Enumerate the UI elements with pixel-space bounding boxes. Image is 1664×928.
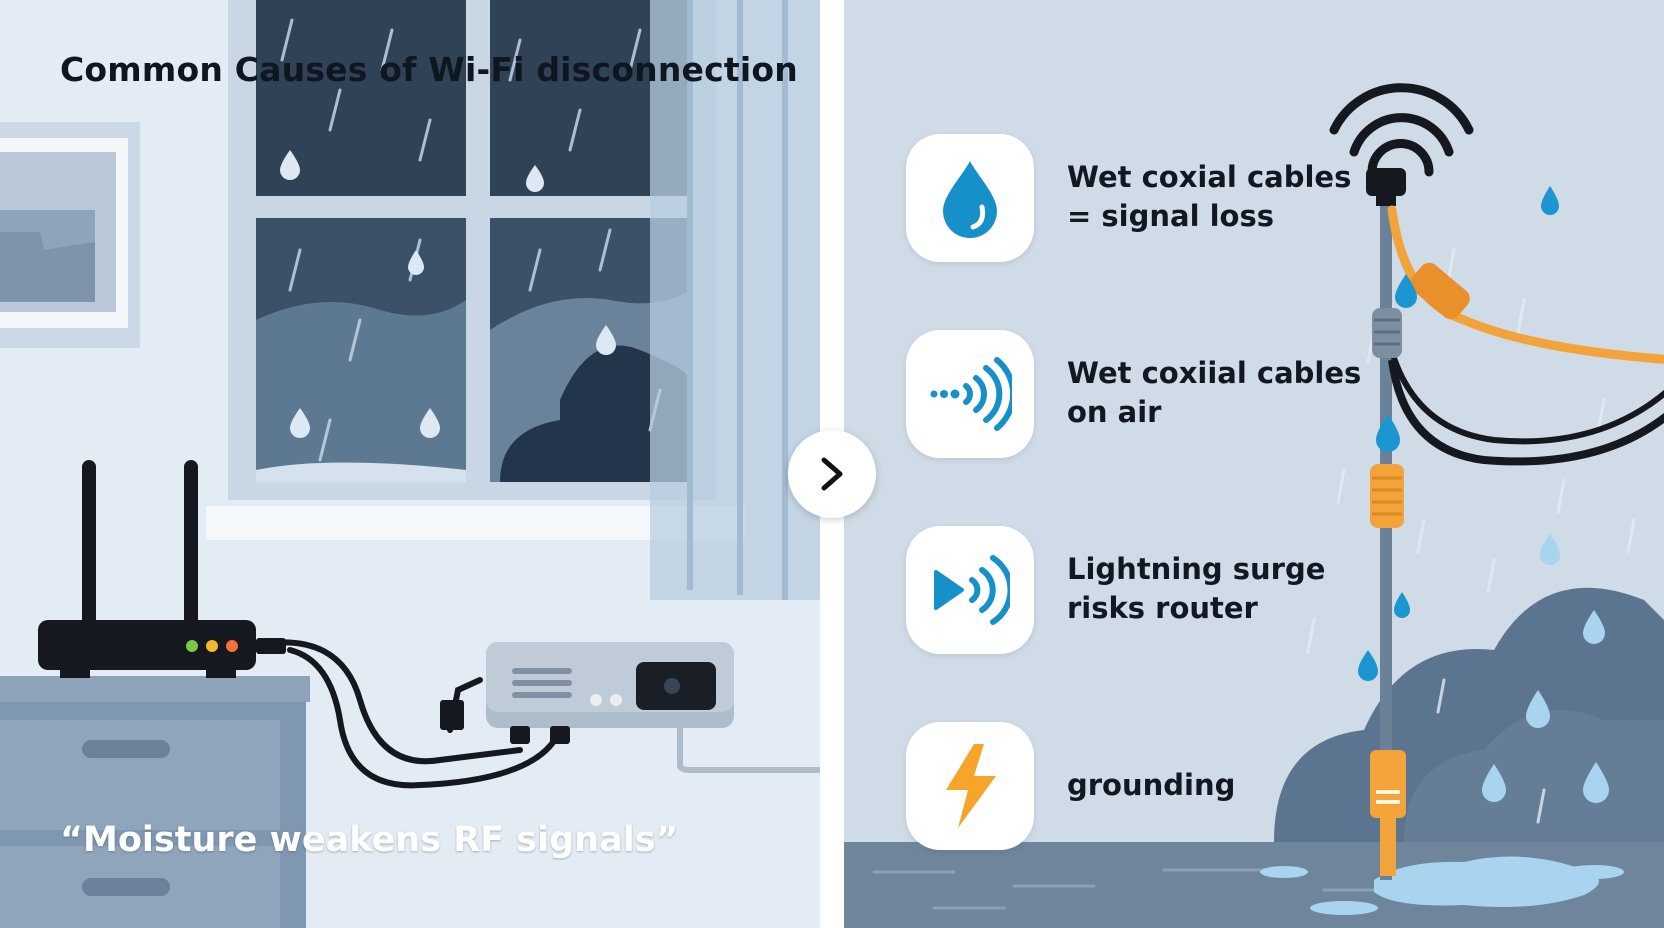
cause-icon-tile (906, 722, 1034, 850)
cause-item: Wet coxiial cables on air (906, 330, 1506, 460)
broadcast-signal-icon (934, 555, 1010, 625)
router (38, 460, 256, 678)
water-drop-icon (943, 161, 997, 238)
curtain (650, 0, 820, 600)
cause-icon-tile (906, 134, 1034, 262)
page-title: Common Causes of Wi-Fi disconnection (60, 50, 798, 89)
antenna-wifi-arcs (1329, 83, 1474, 177)
lightning-bolt-icon (946, 744, 996, 828)
cause-label: Wet coxial cables = signal loss (1067, 160, 1352, 233)
cause-item: Lightning surge risks router (906, 526, 1506, 656)
modem (486, 642, 734, 728)
indoor-scene: Common Causes of Wi-Fi disconnection “Mo… (0, 0, 820, 928)
indoor-illustration (0, 0, 820, 928)
cause-icon-tile (906, 526, 1034, 654)
quote-caption: “Moisture weakens RF signals” (60, 820, 679, 860)
cause-item: grounding (906, 722, 1506, 852)
cable-connector-orange (1410, 262, 1470, 320)
next-button[interactable] (788, 430, 876, 518)
chevron-right-icon (821, 457, 843, 491)
cause-label: Lightning surge risks router (1067, 552, 1326, 625)
outdoor-illustration (844, 83, 1664, 928)
signal-waves-icon (930, 357, 1012, 431)
cause-icon-tile (906, 330, 1034, 458)
cause-label: grounding (1067, 768, 1236, 802)
cause-label: Wet coxiial cables on air (1067, 356, 1362, 429)
cable-coupler (1370, 464, 1404, 528)
cause-item: Wet coxial cables = signal loss (906, 134, 1506, 264)
